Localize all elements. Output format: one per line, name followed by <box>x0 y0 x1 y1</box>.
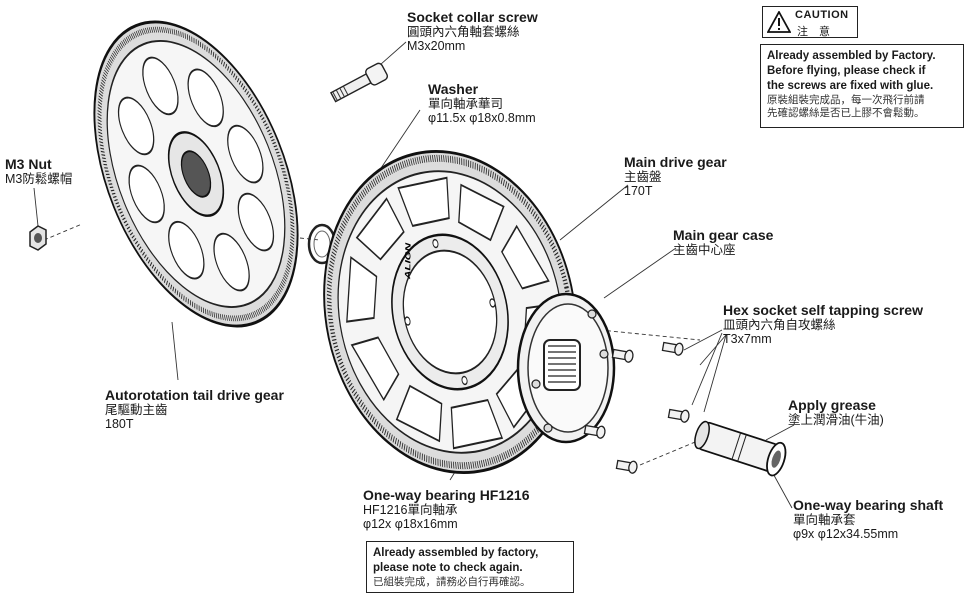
autorotation-gear <box>93 20 299 328</box>
label-washer: Washer 單向軸承華司 φ11.5x φ18x0.8mm <box>428 81 536 126</box>
label-main-gear-case: Main gear case 主齒中心座 <box>673 227 774 258</box>
caution-note-zh-2: 先確認螺絲是否已上膠不會鬆動。 <box>767 107 925 120</box>
one-way-shaft-part <box>694 420 787 477</box>
label-one-way-bearing: One-way bearing HF1216 HF1216單向軸承 φ12x φ… <box>363 487 530 532</box>
caution-note-en-2: Before flying, please check if <box>767 64 926 77</box>
factory-note-line1: Already assembled by factory, <box>373 547 539 559</box>
caution-subtitle: 注 意 <box>797 26 835 38</box>
caution-note-en-3: the screws are fixed with glue. <box>767 79 934 92</box>
caution-note-zh-1: 原裝組裝完成品，每一次飛行前請 <box>767 93 925 106</box>
socket-collar-screw-part <box>329 62 389 103</box>
main-gear-case-part <box>516 292 616 444</box>
label-hex-screw: Hex socket self tapping screw 皿頭內六角自攻螺絲 … <box>723 302 923 347</box>
m3-nut-part <box>29 225 47 251</box>
factory-note-line2: please note to check again. <box>373 561 523 574</box>
hex-screws-part <box>583 341 690 474</box>
gear-logo: ALIGN <box>404 242 413 281</box>
label-main-drive-gear: Main drive gear 主齒盤 170T <box>624 154 727 199</box>
caution-note-en-1: Already assembled by Factory. <box>767 50 936 62</box>
factory-note-line3: 已組裝完成，請務必自行再確認。 <box>373 575 531 588</box>
label-autorotation-gear: Autorotation tail drive gear 尾驅動主齒 180T <box>105 387 284 432</box>
label-one-way-shaft: One-way bearing shaft 單向軸承套 φ9x φ12x34.5… <box>793 497 944 542</box>
label-m3-nut: M3 Nut M3防鬆螺帽 <box>5 156 73 187</box>
warning-icon <box>767 11 791 33</box>
factory-note-box: Already assembled by factory, please not… <box>366 541 574 593</box>
caution-title: CAUTION <box>795 9 849 21</box>
label-apply-grease: Apply grease 塗上潤滑油(牛油) <box>788 397 884 428</box>
caution-header: CAUTION 注 意 <box>762 6 858 38</box>
label-socket-collar-screw: Socket collar screw 圓頭內六角軸套螺絲 M3x20mm <box>407 9 538 54</box>
caution-note-box: Already assembled by Factory. Before fly… <box>760 44 964 128</box>
